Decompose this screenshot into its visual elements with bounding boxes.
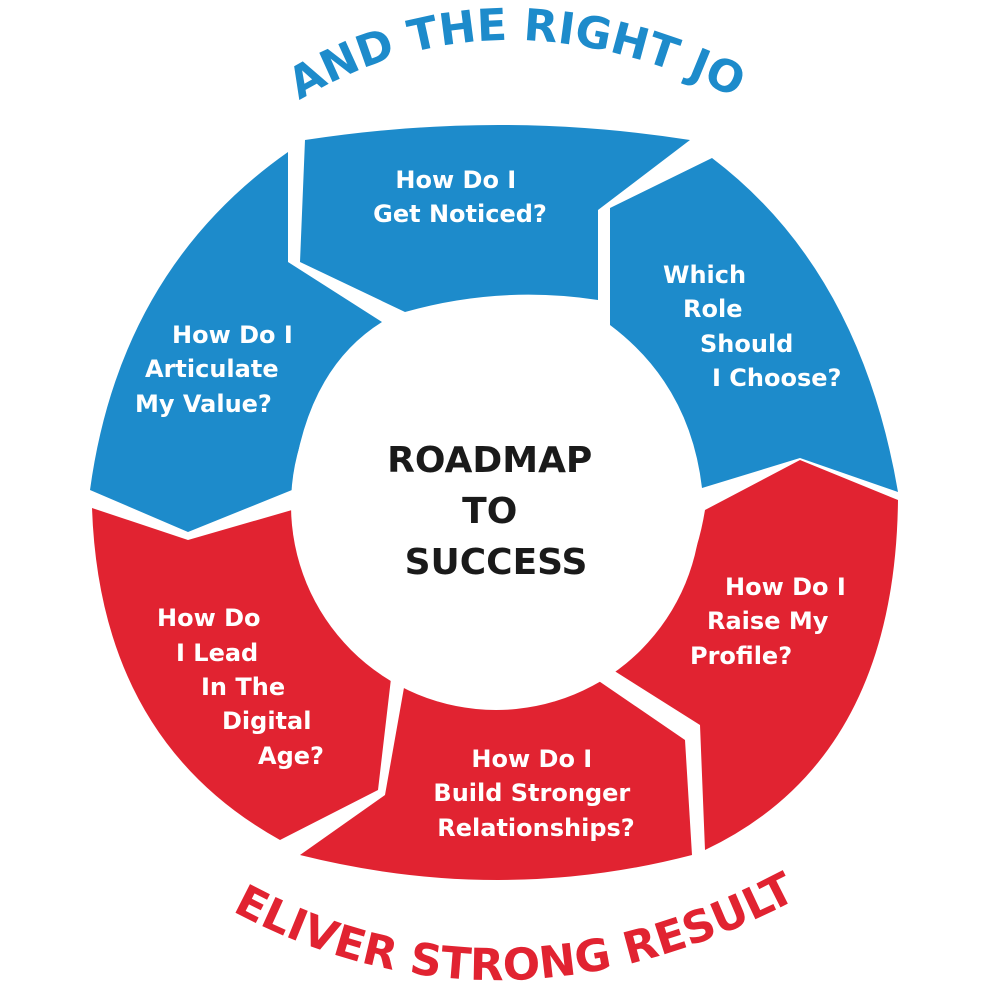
- top-arc-title: LAND THE RIGHT JOB: [0, 0, 753, 110]
- segment-shape-get-noticed: [300, 125, 690, 312]
- segment-shape-which-role: [610, 158, 898, 492]
- segment-label-build-relationships: How Do I Build Stronger Relationships?: [433, 745, 638, 842]
- segment-raise-profile: How Do I Raise My Profile?: [605, 460, 898, 850]
- segment-label-articulate-value: How Do I Articulate My Value?: [135, 321, 301, 418]
- segment-lead-digital-age: How Do I Lead In The Digital Age?: [92, 508, 392, 840]
- segment-which-role: Which Role Should I Choose?: [610, 158, 898, 492]
- segment-get-noticed: How Do I Get Noticed?: [300, 125, 690, 312]
- segment-shape-raise-profile: [605, 460, 898, 850]
- segment-build-relationships: How Do I Build Stronger Relationships?: [300, 675, 692, 880]
- center-title: ROADMAP TO SUCCESS: [387, 440, 605, 583]
- segment-shape-build-relationships: [300, 675, 692, 880]
- segment-label-which-role: Which Role Should I Choose?: [663, 261, 841, 392]
- segment-shape-lead-digital-age: [92, 508, 392, 840]
- segment-label-lead-digital-age: How Do I Lead In The Digital Age?: [157, 604, 324, 770]
- segment-articulate-value: How Do I Articulate My Value?: [90, 152, 382, 532]
- segment-label-get-noticed: How Do I Get Noticed?: [373, 166, 547, 228]
- segment-label-raise-profile: How Do I Raise My Profile?: [690, 573, 854, 670]
- center-circle: [291, 300, 701, 710]
- segment-shape-articulate-value: [90, 152, 382, 532]
